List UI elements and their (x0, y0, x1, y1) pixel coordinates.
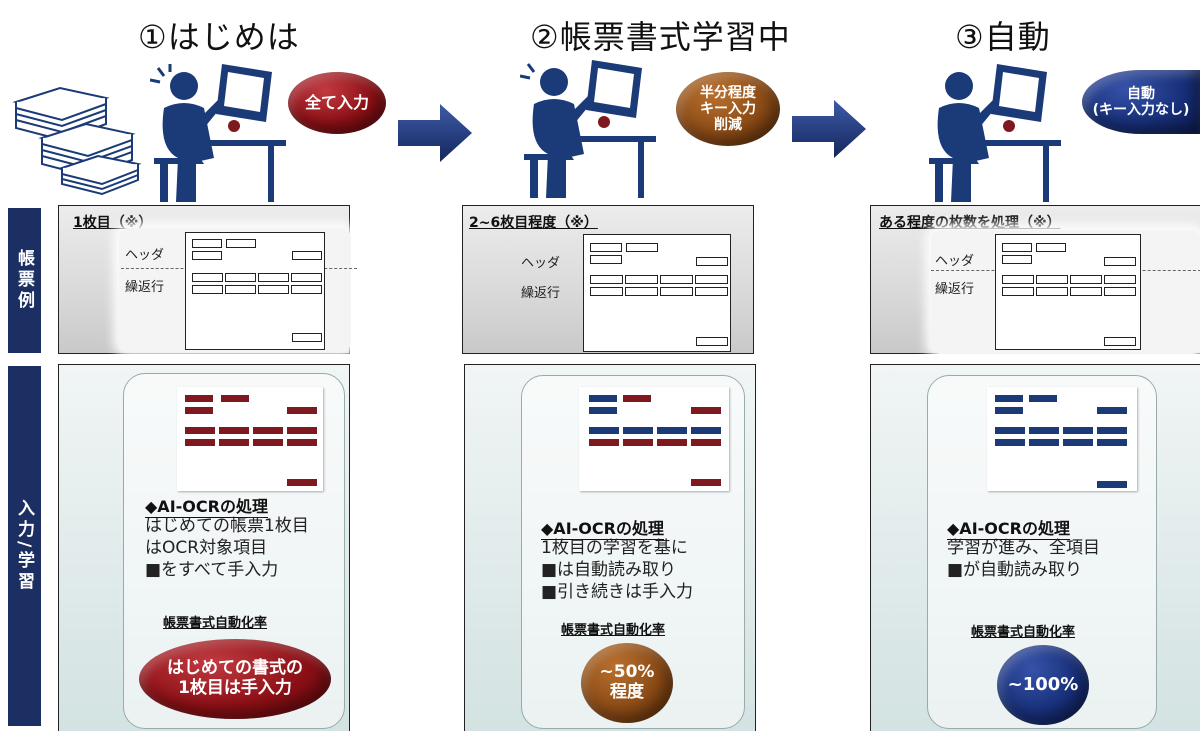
learning-panel: ◆AI-OCRの処理 1枚目の学習を基に ■は自動読み取り ■引き続きは手入力 … (464, 364, 756, 731)
automation-rate-line: ~100% (1007, 673, 1079, 695)
right-arrow-icon (398, 104, 472, 162)
automation-rate-line: はじめての書式の (167, 658, 303, 679)
process-description-line: ■は自動読み取り (541, 560, 677, 580)
row-label-learning-text: 入力/学習 (14, 498, 34, 594)
document-form-icon (583, 234, 731, 352)
process-description-line: ■引き続きは手入力 (541, 582, 694, 602)
learning-panel: ◆AI-OCRの処理 はじめての帳票1枚目 はOCR対象項目 ■をすべて手入力 … (58, 364, 350, 731)
document-form-icon (987, 387, 1137, 491)
input-status-bubble: 全て入力 (288, 72, 386, 134)
process-description-line: ■が自動読み取り (947, 560, 1083, 580)
process-description-line: はOCR対象項目 (145, 538, 268, 558)
worker-at-desk-icon (929, 64, 1061, 202)
automation-rate-line: ~50% (599, 662, 655, 683)
paper-stack-icon (12, 86, 142, 196)
repeat-row-label: 繰返行 (521, 286, 561, 301)
automation-rate-label: 帳票書式自動化率 (971, 625, 1076, 640)
right-arrow-icon (792, 100, 866, 158)
automation-rate-line: 程度 (610, 682, 644, 702)
input-status-line: (キー入力なし) (1092, 102, 1190, 118)
input-status-line: 自動 (1127, 85, 1155, 102)
ai-ocr-heading: ◆AI-OCRの処理 (145, 493, 268, 518)
ai-ocr-heading: ◆AI-OCRの処理 (947, 515, 1070, 540)
process-description-line: ■をすべて手入力 (145, 560, 279, 580)
form-example-panel: 2~6枚目程度（※） ヘッダ 繰返行 (462, 205, 754, 354)
input-status-text: 全て入力 (304, 92, 369, 112)
header-row-label: ヘッダ (521, 256, 561, 271)
repeat-row-label: 繰返行 (935, 282, 975, 297)
header-row-label: ヘッダ (125, 248, 165, 263)
document-form-icon (995, 234, 1141, 350)
row-label-learning: 入力/学習 (8, 366, 41, 726)
form-example-panel: 1枚目（※） ヘッダ 繰返行 (58, 205, 357, 354)
document-form-icon (185, 232, 325, 350)
form-panel-label: 2~6枚目程度（※） (469, 215, 598, 231)
form-example-panel: ある程度の枚数を処理（※） ヘッダ 繰返行 (870, 205, 1200, 354)
row-label-forms: 帳票例 (8, 208, 41, 353)
row-label-forms-text: 帳票例 (14, 249, 34, 312)
document-form-icon (177, 387, 323, 491)
document-form-icon (579, 387, 729, 491)
stage-1-title: ①はじめは (138, 18, 300, 56)
input-status-line: キー入力 (700, 100, 756, 117)
automation-rate-badge: ~50% 程度 (581, 643, 673, 723)
input-status-line: 半分程度 (700, 84, 756, 101)
automation-rate-line: 1枚目は手入力 (178, 678, 292, 698)
automation-rate-label: 帳票書式自動化率 (163, 616, 268, 631)
form-panel-label: ある程度の枚数を処理（※） (879, 215, 1061, 231)
input-status-bubble: 半分程度 キー入力 削減 (676, 72, 780, 146)
ai-ocr-heading: ◆AI-OCRの処理 (541, 515, 664, 540)
process-description-line: 1枚目の学習を基に (541, 538, 688, 558)
automation-rate-badge: はじめての書式の 1枚目は手入力 (139, 639, 331, 719)
worker-at-desk-icon (520, 60, 656, 198)
worker-at-desk-icon (150, 64, 286, 202)
header-row-label: ヘッダ (935, 254, 975, 269)
automation-rate-badge: ~100% (997, 645, 1089, 725)
repeat-row-label: 繰返行 (125, 280, 165, 295)
learning-panel: ◆AI-OCRの処理 学習が進み、全項目 ■が自動読み取り 帳票書式自動化率 ~… (870, 364, 1200, 731)
input-status-bubble: 自動 (キー入力なし) (1082, 70, 1200, 134)
process-description-line: はじめての帳票1枚目 (145, 516, 309, 536)
automation-rate-label: 帳票書式自動化率 (561, 623, 666, 638)
input-status-line: 削減 (714, 117, 742, 134)
form-panel-label: 1枚目（※） (73, 215, 153, 231)
stage-2-title: ②帳票書式学習中 (530, 18, 791, 56)
process-description-line: 学習が進み、全項目 (947, 538, 1100, 558)
stage-3-title: ③自動 (955, 18, 1051, 56)
